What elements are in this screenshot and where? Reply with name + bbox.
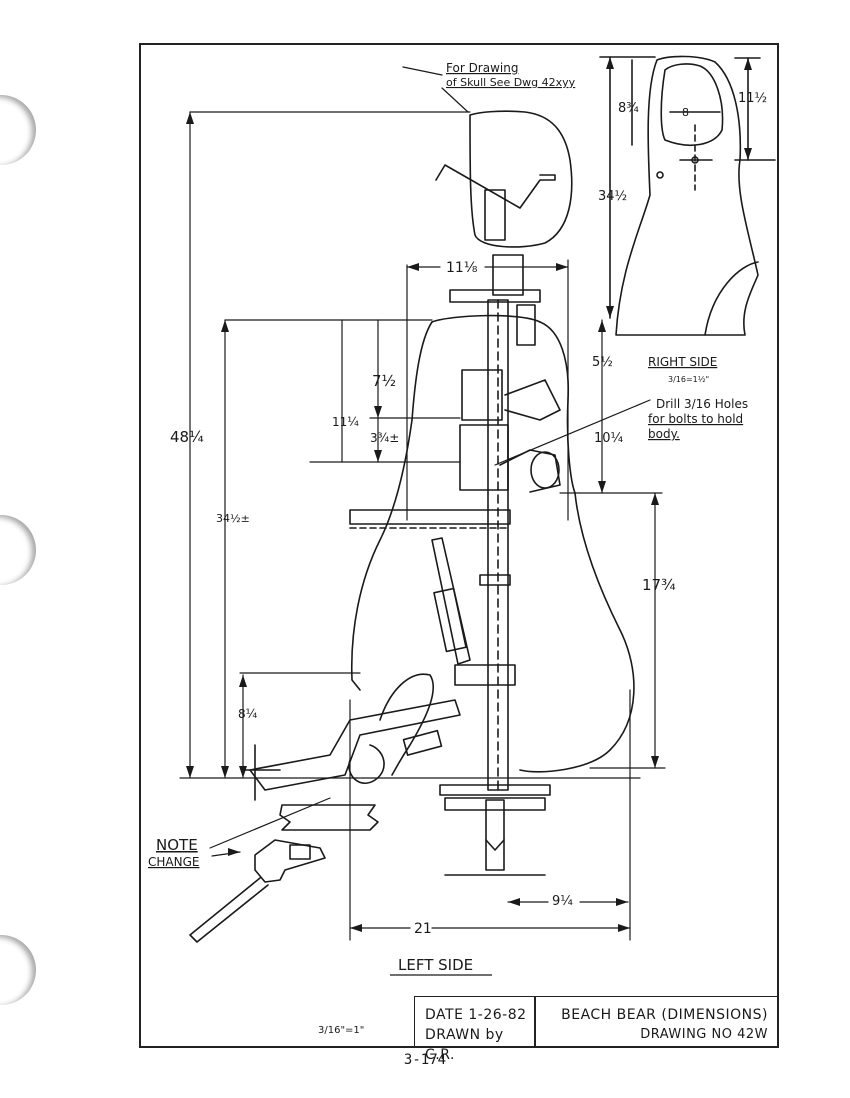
dim-body-height: 34½±	[216, 512, 250, 525]
dim-rs-34-1-2: 34½	[598, 189, 627, 204]
dimension-lines	[179, 66, 666, 941]
dim-seg-8: 8¼	[238, 707, 258, 721]
base-plate	[439, 784, 551, 796]
left-side-title: LEFT SIDE	[398, 956, 473, 974]
drawn-by-field: DRAWN by C.R.	[425, 1027, 504, 1063]
dim-rs-11-1-2: 11½	[738, 91, 767, 106]
title-block-date: DATE 1-26-82 DRAWN by C.R.	[414, 996, 536, 1063]
dim-width-top: 11⅛	[446, 260, 478, 276]
title-block-title: BEACH BEAR (DIMENSIONS) DRAWING NO 42W	[534, 996, 779, 1048]
arm-hoop	[379, 673, 435, 776]
drawing-title: BEACH BEAR (DIMENSIONS)	[561, 1007, 768, 1023]
right-side-body-outline	[615, 55, 759, 336]
dim-rs-8: 8	[682, 106, 689, 119]
dim-seg-5: 5½	[592, 355, 613, 370]
drill-note-line2: for bolts to hold	[648, 412, 743, 426]
page-number: 3-174	[403, 1052, 447, 1068]
date-field: DATE 1-26-82	[425, 1007, 527, 1023]
head-outline	[469, 110, 573, 248]
dim-seg-17: 17¾	[642, 576, 676, 594]
right-side-head-outline	[660, 63, 724, 146]
skull-ref-line2: of Skull See Dwg 42xyy	[446, 76, 576, 89]
note-change-label1: NOTE	[156, 836, 198, 854]
dim-base-21: 21	[414, 921, 432, 937]
right-side-scale: 3/16=1½"	[668, 375, 709, 384]
drill-note-line1: Drill 3/16 Holes	[656, 397, 748, 411]
right-side-leg-cut	[704, 261, 759, 336]
note-change-part	[189, 839, 326, 943]
actuator-cylinder	[431, 537, 471, 665]
leg-linkage	[249, 699, 461, 791]
dim-base-9: 9¼	[552, 894, 573, 909]
note-change-label2: CHANGE	[148, 855, 199, 869]
drill-note-line3: body.	[648, 427, 680, 441]
dim-seg-10: 10¼	[594, 431, 624, 446]
upper-mechanism	[461, 369, 503, 421]
right-side-title: RIGHT SIDE	[648, 355, 717, 369]
right-side-view	[599, 55, 776, 336]
skull-ref-line1: For Drawing	[446, 61, 518, 75]
lower-mechanism	[459, 424, 509, 491]
dim-total-height: 48¼	[170, 428, 204, 446]
scale-note: 3/16"=1"	[318, 1025, 364, 1036]
dim-rs-8-3-4: 8¾	[618, 101, 639, 116]
left-side-view	[189, 110, 635, 943]
dim-seg-7: 7½	[372, 372, 396, 390]
dim-seg-3: 3¾±	[370, 431, 399, 445]
dim-seg-11: 11¼	[332, 415, 359, 429]
drawing-number: DRAWING NO 42W	[640, 1027, 768, 1042]
mid-platform	[349, 509, 511, 525]
